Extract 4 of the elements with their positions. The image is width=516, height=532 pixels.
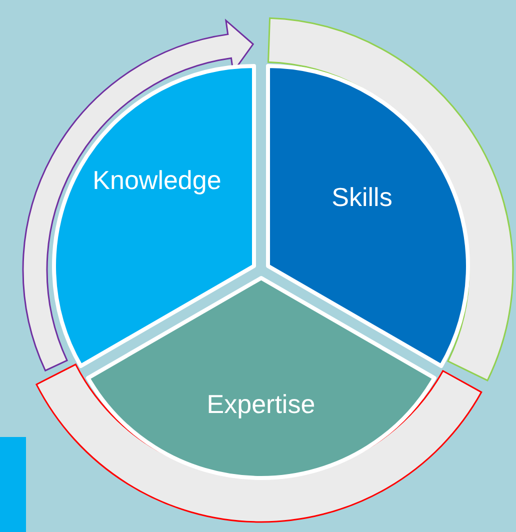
- sector-label: Skills: [332, 184, 392, 210]
- curved-arrow: [22, 20, 254, 372]
- sector-label: Expertise: [206, 391, 316, 417]
- sector-label: Knowledge: [92, 167, 222, 193]
